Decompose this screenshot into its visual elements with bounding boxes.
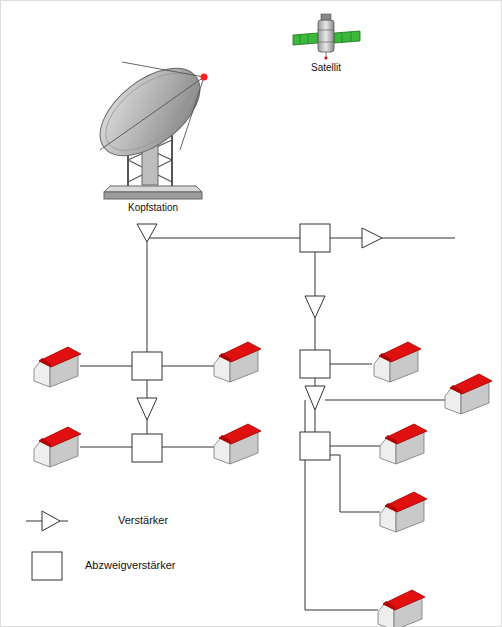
cable-lines	[80, 238, 455, 610]
legend-entry: Verstärker	[118, 514, 168, 527]
legend-text: Abzweigverstärker	[85, 559, 175, 571]
satellite-label: Satellit	[311, 62, 341, 74]
amplifier-symbols	[132, 224, 382, 462]
house-icons	[34, 342, 492, 627]
satellite-icon	[293, 14, 360, 60]
legend-text: Verstärker	[118, 514, 168, 526]
headend-label: Kopfstation	[128, 202, 178, 214]
dish-antenna	[85, 51, 216, 199]
legend-samples	[26, 511, 68, 580]
legend-entry: Abzweigverstärker	[85, 559, 175, 572]
